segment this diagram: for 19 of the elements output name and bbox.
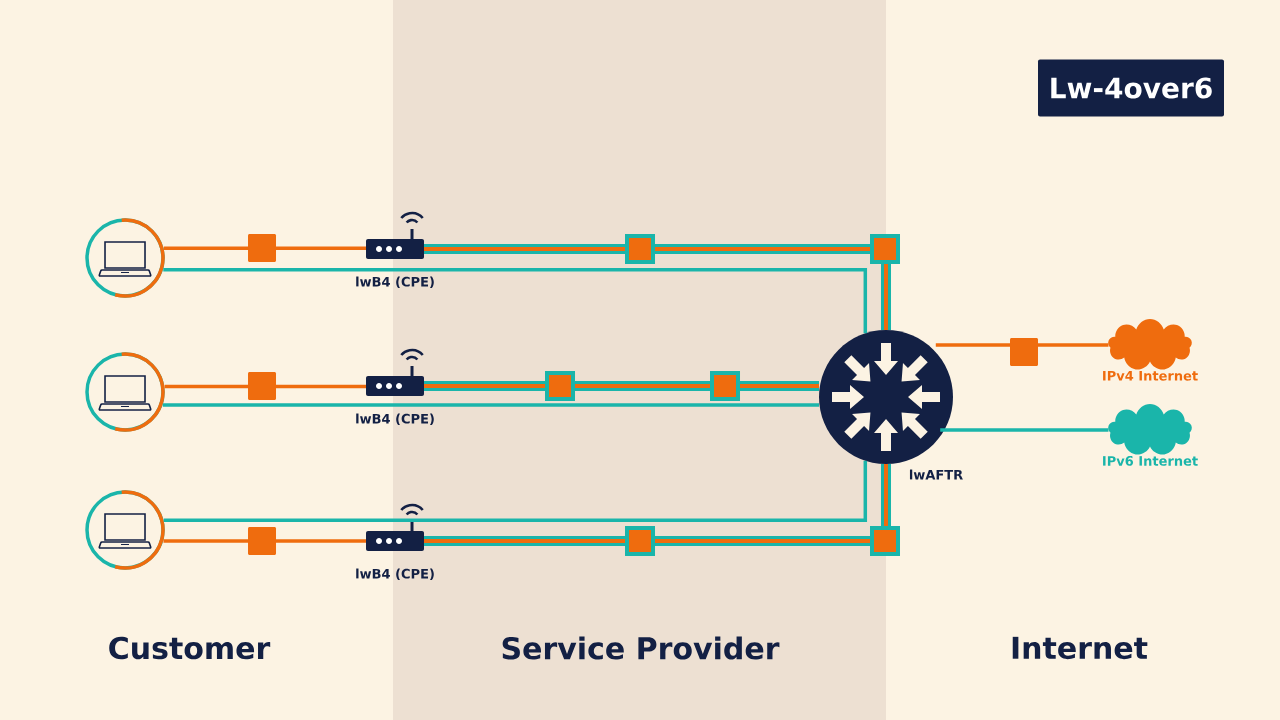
zone-label: Service Provider (502, 636, 780, 660)
title-badge: Lw-4over6 (1038, 59, 1224, 117)
zone-label: Customer (109, 636, 271, 660)
laptop-icon (85, 490, 165, 570)
tunnel-line (424, 381, 819, 391)
connection-line (163, 267, 868, 334)
node-label: lwAFTR (909, 469, 963, 480)
tunnel-line (424, 464, 891, 546)
zone-label: Internet (1012, 636, 1148, 660)
connection-line (164, 384, 366, 389)
connection-line (163, 246, 366, 251)
connection-line (163, 460, 868, 523)
connection-line (162, 403, 819, 407)
router-hub: lwAFTR (819, 330, 963, 480)
tunnel-line (424, 244, 891, 330)
connection-line (940, 428, 1109, 432)
laptop-icon (85, 352, 165, 432)
connection-line (163, 539, 366, 543)
laptop-icon (85, 218, 165, 298)
